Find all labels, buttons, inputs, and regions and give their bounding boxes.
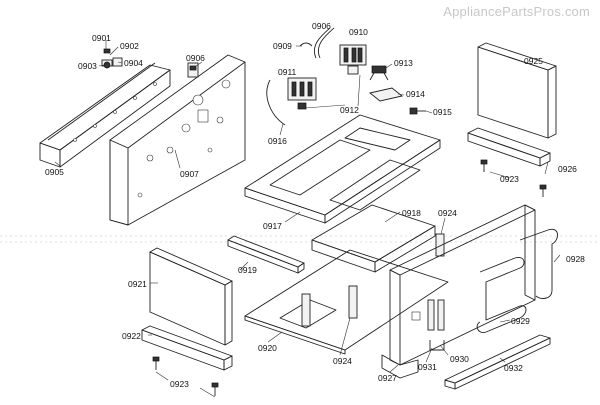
callout-0924-upper[interactable]: 0924 [438, 208, 457, 218]
callout-0921[interactable]: 0921 [128, 279, 147, 289]
part-0913-switch [369, 65, 389, 81]
callout-0916[interactable]: 0916 [268, 136, 287, 146]
part-0928-element [519, 228, 558, 299]
callout-0915[interactable]: 0915 [433, 107, 452, 117]
part-0906-bracket [187, 62, 199, 78]
callout-0931[interactable]: 0931 [418, 362, 437, 372]
callout-0922[interactable]: 0922 [122, 331, 141, 341]
callout-0903[interactable]: 0903 [78, 61, 97, 71]
callout-0909[interactable]: 0909 [273, 41, 292, 51]
part-0909-clip [299, 42, 313, 47]
part-0910-blower [339, 44, 367, 75]
part-0916-tube [266, 79, 286, 126]
part-0919-bar [227, 235, 305, 274]
part-0901-0904-hardware [101, 48, 123, 69]
part-0923-feet-right [480, 159, 547, 197]
part-0925-side-panel [477, 42, 557, 139]
part-0932-kick-plate [444, 334, 551, 390]
callout-0901[interactable]: 0901 [92, 33, 111, 43]
callout-0920[interactable]: 0920 [258, 343, 277, 353]
part-0921-side-panel [149, 247, 233, 346]
callout-0913[interactable]: 0913 [394, 58, 413, 68]
callout-0925[interactable]: 0925 [524, 56, 543, 66]
part-0922-base-trim [141, 325, 233, 371]
callout-0912[interactable]: 0912 [340, 105, 359, 115]
callout-0914[interactable]: 0914 [406, 89, 425, 99]
callout-0917[interactable]: 0917 [263, 221, 282, 231]
callout-0924-lower[interactable]: 0924 [333, 356, 352, 366]
callout-0904[interactable]: 0904 [124, 58, 143, 68]
callout-0926[interactable]: 0926 [558, 164, 577, 174]
callout-0905[interactable]: 0905 [45, 167, 64, 177]
leader-lines [54, 40, 561, 398]
part-0918-tray [311, 204, 436, 273]
callout-0907[interactable]: 0907 [180, 169, 199, 179]
part-0926-base-trim [467, 127, 551, 167]
callout-0929[interactable]: 0929 [511, 316, 530, 326]
part-0929-element [476, 257, 527, 333]
watermark: AppliancePartsPros.com [443, 4, 590, 19]
callout-0932[interactable]: 0932 [504, 363, 523, 373]
part-0905-front-rail [39, 62, 171, 168]
callout-0927[interactable]: 0927 [378, 373, 397, 383]
callout-0910[interactable]: 0910 [349, 27, 368, 37]
part-0923-feet-left [152, 356, 219, 396]
part-0924-brackets [301, 233, 445, 327]
part-0914-tray [368, 87, 404, 102]
part-0927-main-frame [381, 204, 536, 379]
callout-0919[interactable]: 0919 [238, 265, 257, 275]
part-0920-bottom-plate [244, 249, 449, 355]
callout-0930[interactable]: 0930 [450, 354, 469, 364]
part-0906-hose [314, 27, 335, 59]
callout-0906-hose[interactable]: 0906 [312, 21, 331, 31]
callout-0928[interactable]: 0928 [566, 254, 585, 264]
callout-0902[interactable]: 0902 [120, 41, 139, 51]
part-0917-top-panel [244, 114, 441, 224]
callout-0911[interactable]: 0911 [278, 67, 297, 77]
part-0907-back-panel [109, 54, 246, 226]
callout-0918[interactable]: 0918 [402, 208, 421, 218]
callout-0923-left[interactable]: 0923 [170, 379, 189, 389]
part-0911-blower [287, 77, 317, 110]
part-0915-sensor [409, 107, 426, 115]
callout-0923-right[interactable]: 0923 [500, 174, 519, 184]
part-0930-0931-brackets [427, 299, 445, 351]
callout-0906-bracket[interactable]: 0906 [186, 53, 205, 63]
